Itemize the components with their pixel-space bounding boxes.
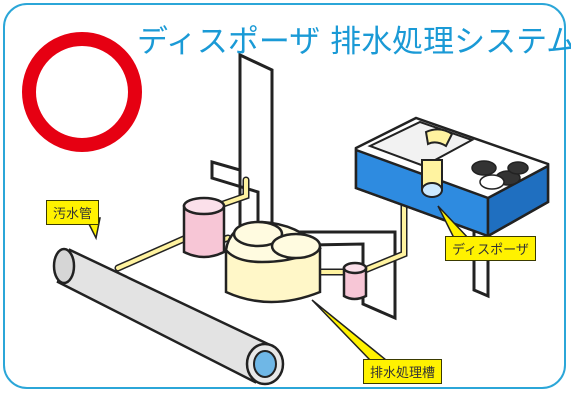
label-disposer: ディスポーザ	[445, 236, 536, 261]
sewer-pipe	[52, 247, 285, 386]
sink-cabinet	[354, 116, 550, 239]
label-treatment-tank: 排水処理槽	[363, 359, 443, 384]
trap-left	[182, 196, 226, 259]
diagram-title: ディスポーザ 排水処理システム	[137, 24, 571, 60]
approval-circle-icon	[22, 32, 142, 152]
label-sewer-pipe: 汚水管	[46, 200, 100, 225]
trap-right	[342, 261, 368, 301]
treatment-tank	[224, 220, 322, 304]
